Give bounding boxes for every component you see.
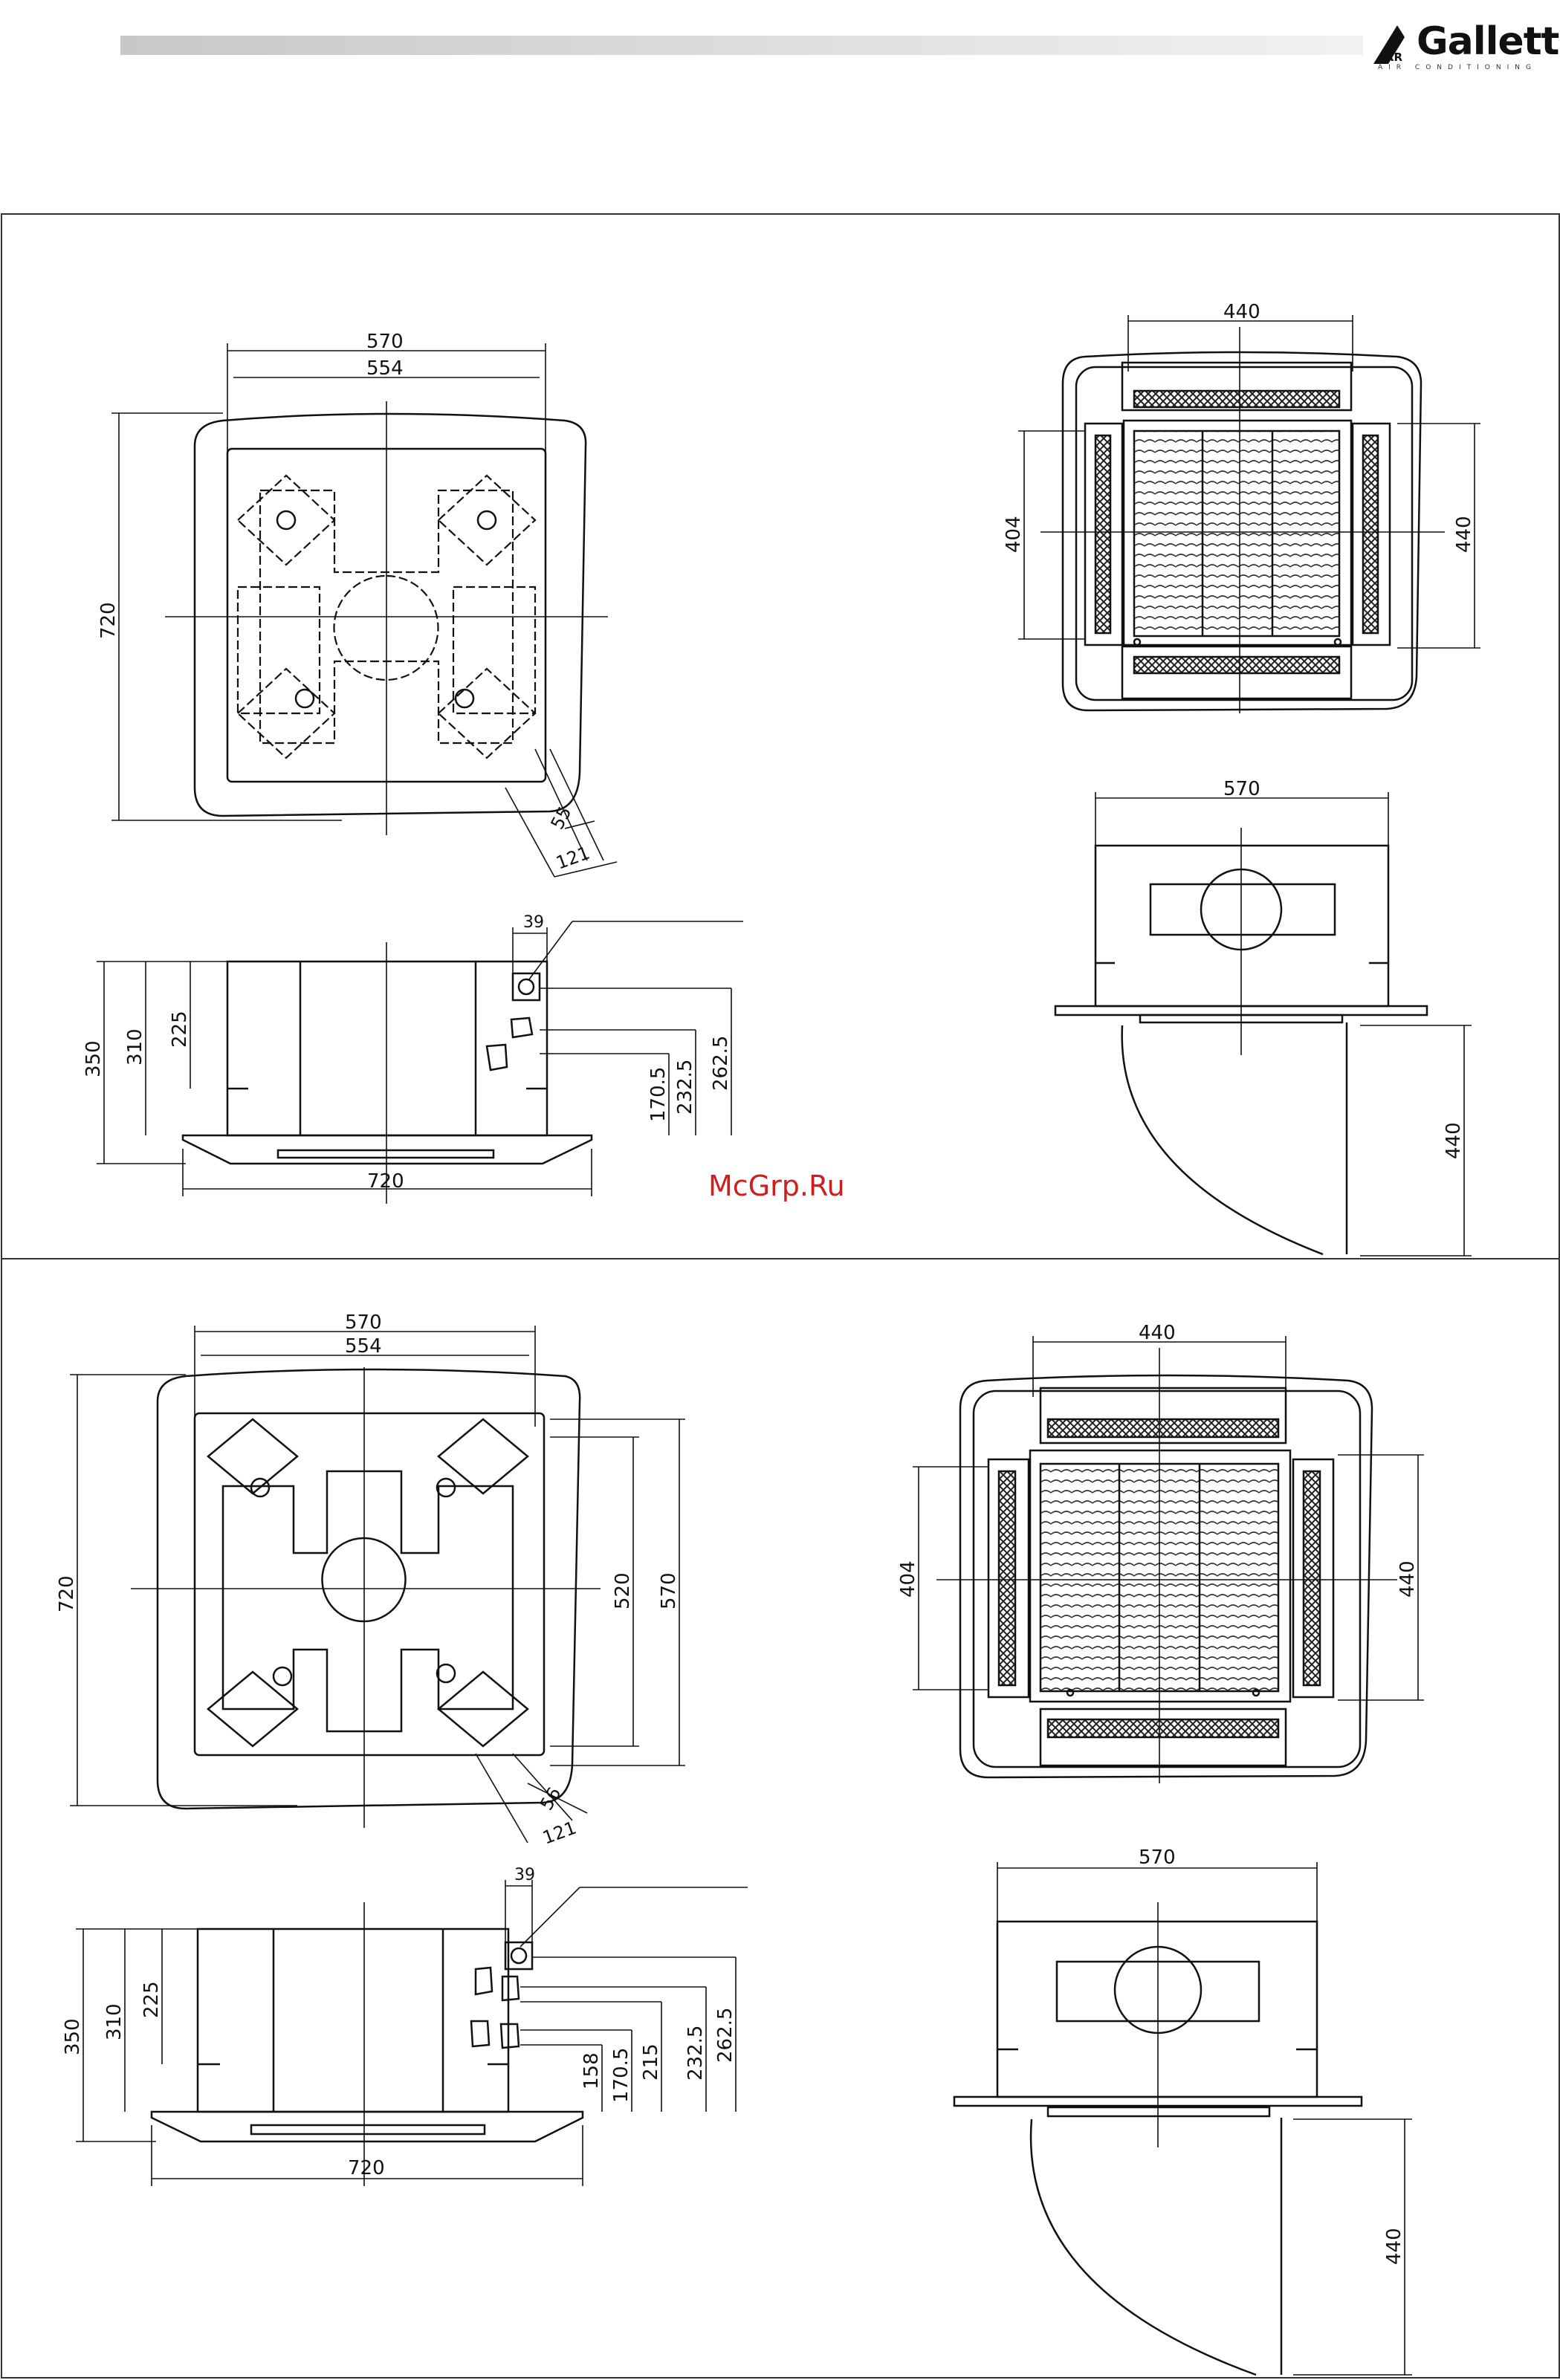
dim-404-b: 404 <box>897 1560 919 1598</box>
dim-350-b: 350 <box>62 2018 84 2055</box>
bottom-side-dimension-lines <box>76 1880 748 2186</box>
dim-554-b: 554 <box>345 1335 382 1358</box>
bottom-end-dimension-lines <box>997 1862 1412 2375</box>
top-unit-side-view-1 <box>183 962 592 1164</box>
dim-520: 520 <box>612 1572 634 1609</box>
dim-720-height: 720 <box>97 602 120 639</box>
dim-215: 215 <box>640 2043 662 2081</box>
dim-720-width-b: 720 <box>348 2157 385 2179</box>
dim-570: 570 <box>366 331 404 353</box>
top-unit-plan-view-1 <box>195 414 586 816</box>
bottom-dimension-lines <box>70 1326 685 1843</box>
side-dimension-lines-1 <box>97 921 743 1204</box>
dim-262-5: 262.5 <box>710 1036 732 1091</box>
dim-pipe-55: 55 <box>547 803 576 833</box>
dim-232-5: 232.5 <box>674 1060 696 1115</box>
dim-225-b: 225 <box>140 1981 163 2018</box>
dim-440-top: 440 <box>1223 301 1260 323</box>
dim-pipe-56: 56 <box>536 1784 566 1814</box>
dim-158: 158 <box>580 2052 603 2089</box>
dim-570-end: 570 <box>1223 778 1260 800</box>
dim-232-5-b: 232.5 <box>684 2026 707 2081</box>
end-dimension-lines-1 <box>1095 792 1472 1256</box>
dim-440-top-b: 440 <box>1139 1322 1176 1344</box>
dim-570-b: 570 <box>345 1311 382 1334</box>
dim-pipe-121-b: 121 <box>540 1818 579 1849</box>
top-unit-grille-view-1 <box>1063 352 1421 710</box>
dim-262-5-b: 262.5 <box>714 2008 737 2063</box>
dim-440-end: 440 <box>1443 1122 1465 1159</box>
dim-39-b: 39 <box>514 1866 535 1884</box>
dim-310: 310 <box>124 1028 146 1066</box>
dim-350: 350 <box>82 1040 105 1077</box>
dim-720-height-b: 720 <box>56 1575 78 1612</box>
dim-404: 404 <box>1003 516 1025 553</box>
dim-554: 554 <box>366 357 404 380</box>
bottom-unit-side-view <box>152 1929 583 2141</box>
dim-570-end-b: 570 <box>1139 1846 1176 1869</box>
dim-39: 39 <box>523 913 544 932</box>
dim-225: 225 <box>169 1011 191 1048</box>
dim-440-right-b: 440 <box>1396 1560 1419 1598</box>
dim-310-b: 310 <box>103 2003 126 2040</box>
dimension-lines-1 <box>111 343 617 877</box>
dim-720-width: 720 <box>367 1170 404 1193</box>
dim-440-right: 440 <box>1453 516 1475 553</box>
dim-570-right-b: 570 <box>658 1572 680 1609</box>
dim-170-5-b: 170.5 <box>610 2048 632 2103</box>
bottom-unit-grille-view <box>960 1375 1372 1777</box>
dim-440-end-b: 440 <box>1383 2228 1405 2265</box>
dim-170-5: 170.5 <box>647 1067 670 1122</box>
